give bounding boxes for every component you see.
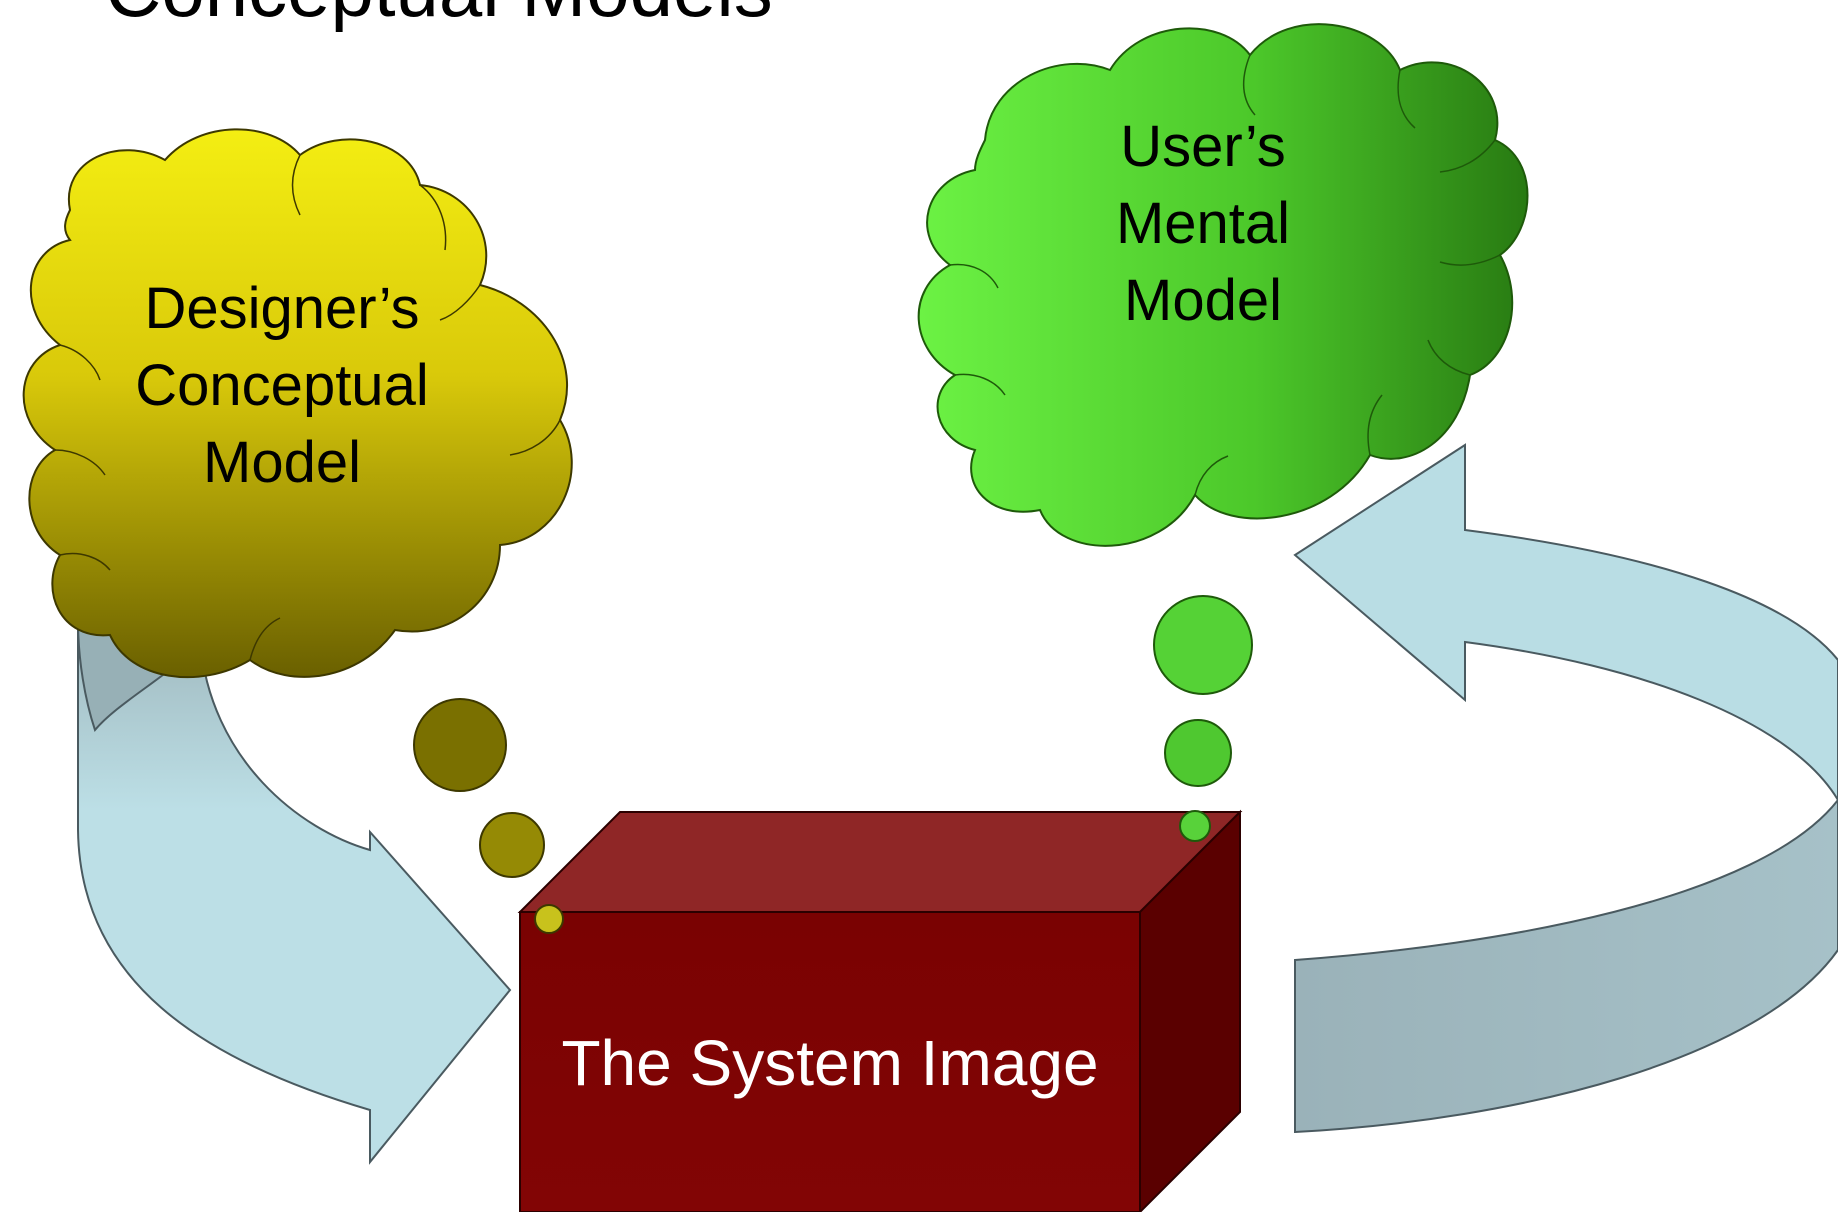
system-box-front (519, 911, 1141, 1213)
user-thought-bubble-medium (1164, 719, 1232, 787)
slide-title: Conceptual Models (105, 0, 773, 33)
right-curved-arrow (1293, 443, 1838, 1134)
designer-cloud: Designer’s Conceptual Model (22, 128, 573, 679)
user-thought-bubble-large (1153, 595, 1253, 695)
designer-thought-bubble-medium (479, 812, 545, 878)
user-thought-bubble-small (1179, 810, 1211, 842)
system-image-box: The System Image (517, 809, 1243, 1215)
user-cloud: User’s Mental Model (917, 23, 1529, 547)
user-cloud-line-1: User’s (1120, 114, 1285, 179)
designer-cloud-line-2: Conceptual (135, 353, 428, 418)
designer-thought-bubble-small (534, 904, 564, 934)
designer-cloud-line-1: Designer’s (144, 276, 419, 341)
user-cloud-line-3: Model (1124, 268, 1282, 333)
designer-cloud-line-3: Model (203, 430, 361, 495)
system-box-top (517, 811, 1243, 913)
user-cloud-line-2: Mental (1116, 191, 1290, 256)
designer-thought-bubble-large (413, 698, 507, 792)
system-box-label: The System Image (561, 1027, 1098, 1099)
